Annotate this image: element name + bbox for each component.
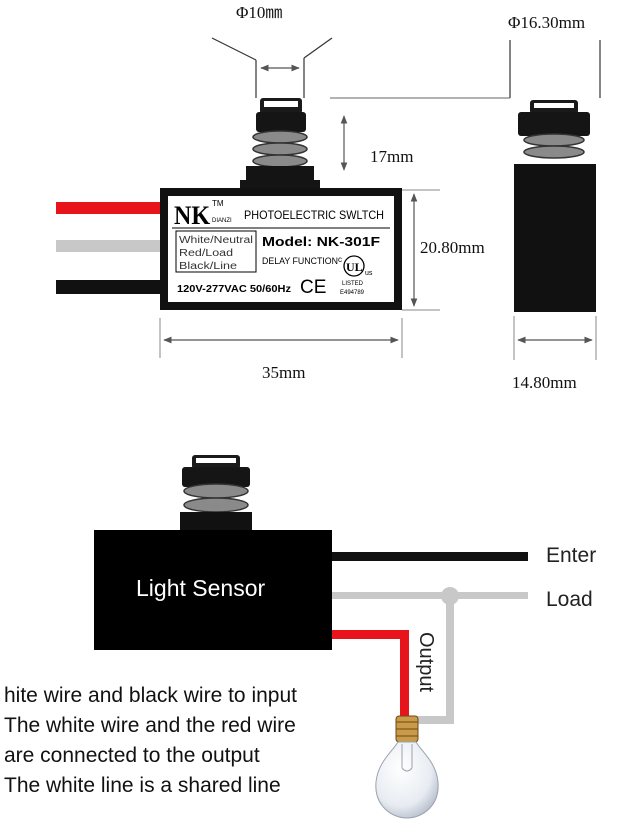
feature-text: DELAY FUNCTION <box>262 256 338 266</box>
red-wire <box>56 202 168 214</box>
side-view: Φ16.30mm 14.80mm <box>330 13 601 392</box>
voltage-rating: 120V-277VAC 50/60Hz <box>177 284 291 295</box>
enter-label: Enter <box>546 544 596 567</box>
head-height-label: 17mm <box>370 147 413 166</box>
model-number: Model: NK-301F <box>262 234 380 249</box>
light-sensor-body <box>94 530 332 650</box>
side-width-label: 14.80mm <box>512 373 577 392</box>
note-line-3: are connected to the output <box>4 744 260 767</box>
ul-mark: UL <box>346 260 363 274</box>
wire-legend-black: Black/Line <box>179 261 238 272</box>
trademark-mark: TM <box>212 199 224 208</box>
wire-legend-box <box>175 230 257 273</box>
light-bulb-icon <box>375 715 439 819</box>
light-sensor-label: Light Sensor <box>136 575 265 601</box>
body-length-label: 35mm <box>262 363 305 382</box>
note-line-1: hite wire and black wire to input <box>4 684 297 707</box>
ul-listed-mark: UL c us LISTED E494789 <box>338 255 373 296</box>
body-height-label: 20.80mm <box>420 238 485 257</box>
output-wire <box>332 630 408 639</box>
ul-us: us <box>365 270 373 277</box>
front-view: Φ10㎜ NK TM DIANZI PHOTOELECTRIC SWLTCH W… <box>56 3 485 382</box>
black-wire <box>56 280 168 294</box>
ul-number: E494789 <box>340 290 365 296</box>
wiring-diagram: Light Sensor Enter Load Output hite wire… <box>4 455 596 819</box>
ce-mark: CE <box>300 277 326 298</box>
ul-c: c <box>338 255 342 264</box>
output-label: Output <box>415 632 437 692</box>
brand-logo: NK <box>174 201 211 230</box>
ul-listed: LISTED <box>342 281 364 287</box>
note-line-4: The white line is a shared line <box>4 774 281 797</box>
load-label: Load <box>546 588 593 611</box>
head-diameter-label: Φ16.30mm <box>508 13 585 32</box>
load-wire <box>332 592 528 599</box>
white-wire <box>56 240 168 252</box>
product-title: PHOTOELECTRIC SWLTCH <box>244 208 384 222</box>
enter-wire <box>332 552 528 561</box>
wire-legend-red: Red/Load <box>179 248 233 259</box>
lens-diameter-label: Φ10㎜ <box>236 3 282 22</box>
brand-name: DIANZI <box>212 218 232 224</box>
wire-legend-white: White/Neutral <box>179 235 253 246</box>
note-line-2: The white wire and the red wire <box>4 714 296 737</box>
